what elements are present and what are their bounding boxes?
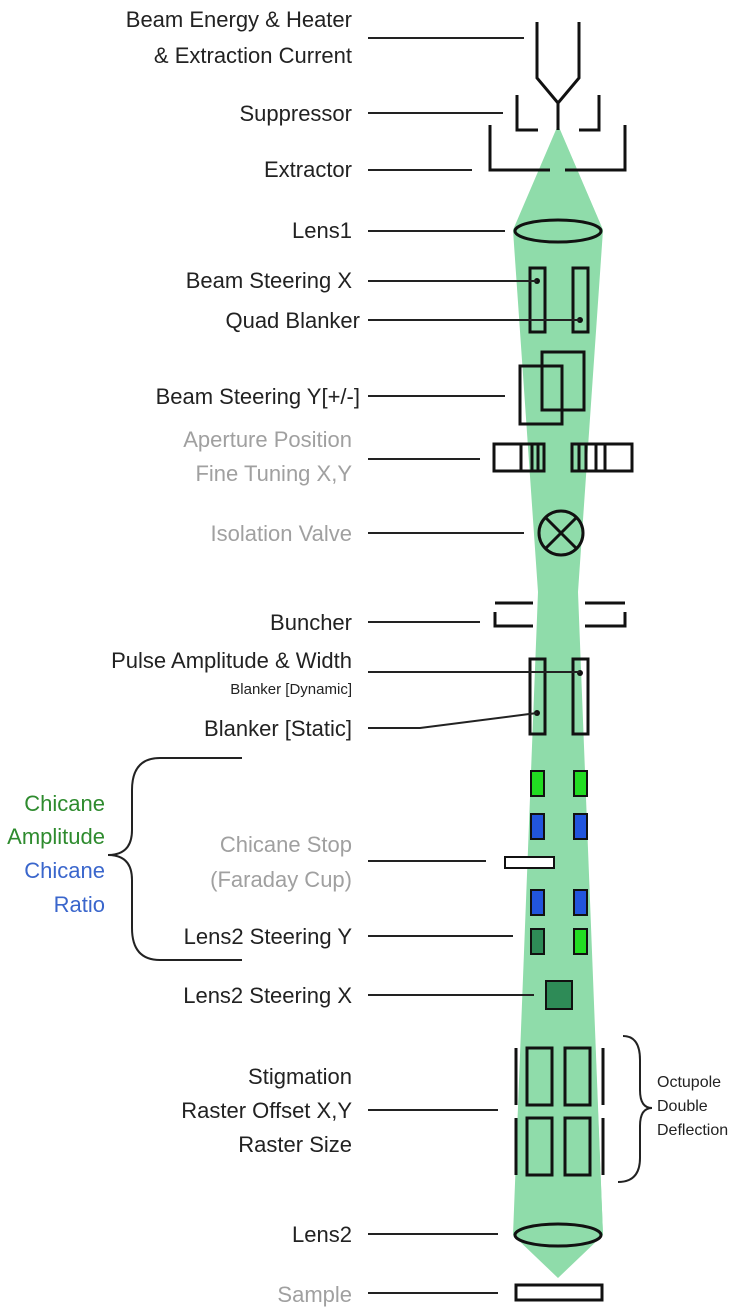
label-isolation-valve: Isolation Valve [211, 521, 352, 546]
label-chicane-blue: Chicane [24, 858, 105, 883]
label-octupole-line1: Octupole [657, 1074, 721, 1091]
lens2-steering-x-icon [545, 980, 573, 1010]
label-buncher: Buncher [270, 610, 352, 635]
label-suppressor: Suppressor [239, 101, 352, 126]
label-lens1: Lens1 [292, 218, 352, 243]
beam [513, 125, 603, 1278]
label-beam-steering-y: Beam Steering Y[+/-] [156, 384, 360, 409]
label-lens2: Lens2 [292, 1222, 352, 1247]
label-pulse-amplitude: Pulse Amplitude & Width [111, 648, 352, 673]
label-octupole-line3: Deflection [657, 1122, 728, 1139]
lens2-icon [513, 1222, 603, 1248]
lens2-steering-y-left-icon [530, 928, 545, 955]
isolation-valve-icon [537, 509, 585, 557]
label-quad-blanker: Quad Blanker [225, 308, 360, 333]
label-aperture-line1: Aperture Position [183, 427, 352, 452]
label-chicane-stop-line2: (Faraday Cup) [210, 867, 352, 892]
steering-x-plate-right-icon [571, 266, 590, 334]
chicane-stop-icon [504, 856, 555, 869]
label-ratio: Ratio [54, 892, 105, 917]
lens2-steering-y-right-icon [573, 928, 588, 955]
steering-x-plate-left-icon [528, 266, 547, 334]
label-amplitude: Amplitude [7, 824, 105, 849]
label-blanker-dynamic: Blanker [Dynamic] [230, 681, 352, 698]
label-raster-size: Raster Size [238, 1132, 352, 1157]
emitter-icon [535, 22, 581, 130]
label-chicane-green: Chicane [24, 791, 105, 816]
chicane-plate-blue-right-icon [573, 813, 588, 840]
chicane-plate-green-right-icon [573, 770, 588, 797]
label-extractor: Extractor [264, 157, 352, 182]
suppressor-icon [515, 95, 601, 132]
chicane-plate-blue2-right-icon [573, 889, 588, 916]
label-aperture-line2: Fine Tuning X,Y [195, 461, 352, 486]
chicane-plate-blue2-left-icon [530, 889, 545, 916]
label-sample: Sample [277, 1282, 352, 1307]
label-stigmation: Stigmation [248, 1064, 352, 1089]
label-chicane-stop-line1: Chicane Stop [220, 832, 352, 857]
chicane-plate-blue-left-icon [530, 813, 545, 840]
label-blanker-static: Blanker [Static] [204, 716, 352, 741]
octupole-icon [514, 1046, 605, 1177]
label-beam-energy-line1: Beam Energy & Heater [126, 7, 352, 32]
extractor-icon [488, 125, 627, 172]
label-octupole-line2: Double [657, 1098, 708, 1115]
buncher-icon [493, 601, 627, 628]
sample-icon [514, 1283, 604, 1302]
lens1-icon [513, 218, 603, 244]
label-raster-offset: Raster Offset X,Y [181, 1098, 352, 1123]
label-beam-steering-x: Beam Steering X [186, 268, 353, 293]
leader-lines [107, 37, 653, 1294]
steering-y-plate-front-icon [518, 364, 564, 426]
blanker-dynamic-plate-icon [571, 657, 590, 736]
blanker-static-plate-icon [528, 657, 547, 736]
label-lens2-steering-y: Lens2 Steering Y [184, 924, 353, 949]
chicane-plate-green-left-icon [530, 770, 545, 797]
label-beam-energy-line2: & Extraction Current [154, 43, 352, 68]
label-lens2-steering-x: Lens2 Steering X [183, 983, 352, 1008]
aperture-icon [492, 442, 634, 473]
